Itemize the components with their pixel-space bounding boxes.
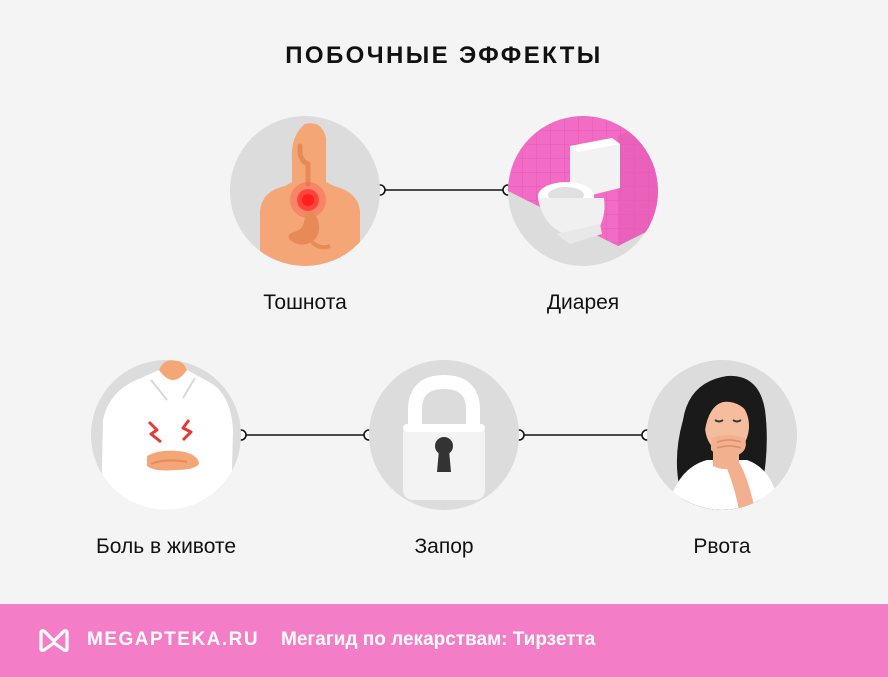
effect-label-constipation: Запор	[414, 535, 474, 558]
stomach-pain-illustration-icon	[91, 360, 241, 510]
padlock-illustration-icon	[369, 360, 519, 510]
page-title: ПОБОЧНЫЕ ЭФФЕКТЫ	[285, 42, 603, 69]
effect-label-stomach-pain: Боль в животе	[96, 535, 236, 558]
megapteka-logo-icon	[38, 627, 70, 658]
effect-label-nausea: Тошнота	[263, 291, 347, 314]
toilet-illustration-icon	[508, 116, 658, 266]
effect-label-diarrhea: Диарея	[546, 291, 620, 314]
nausea-illustration-icon	[230, 116, 380, 266]
vomiting-woman-illustration-icon	[647, 360, 797, 510]
footer-subtitle: Мегагид по лекарствам: Тирзетта	[281, 629, 596, 650]
effect-label-vomiting: Рвота	[693, 535, 751, 558]
footer-bar: MEGAPTEKA.RU Мегагид по лекарствам: Тирз…	[0, 604, 888, 677]
brand-name: MEGAPTEKA.RU	[87, 629, 260, 650]
connectors	[235, 184, 653, 441]
